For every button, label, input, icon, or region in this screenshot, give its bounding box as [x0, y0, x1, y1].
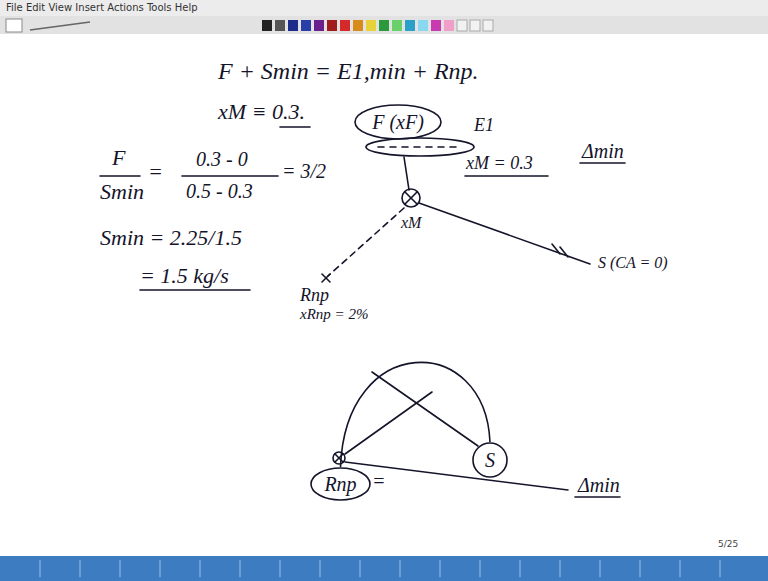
- tool-bar: [0, 16, 768, 34]
- tie-line: [404, 157, 409, 190]
- underline: [580, 162, 625, 164]
- underline: [280, 126, 310, 128]
- point-mark: [322, 274, 330, 282]
- equation: F + Smin = E1,min + Rnp.: [218, 58, 479, 84]
- fraction-text: F: [112, 146, 125, 170]
- raffinate-circle: Rnp: [310, 467, 371, 501]
- point-mark: [333, 452, 345, 464]
- point-label: Δmin: [578, 474, 620, 496]
- equation: = 3/2: [282, 160, 326, 182]
- point-label: Rnp: [300, 286, 329, 306]
- tool-swatches: [6, 19, 493, 32]
- dashed-line: [378, 146, 462, 148]
- equation: =: [148, 160, 163, 184]
- equation: Smin = 2.25/1.5: [100, 226, 242, 250]
- equation: =: [372, 470, 386, 492]
- fraction-text: 0.5 - 0.3: [186, 180, 253, 202]
- point-label: xM = 0.3: [466, 154, 533, 174]
- point-label: S (CA = 0): [598, 254, 668, 272]
- arc-connector: [341, 362, 491, 467]
- point-label: E1: [474, 116, 494, 136]
- arc-connector: [341, 362, 491, 467]
- point-label: xM: [401, 214, 421, 232]
- mixing-point: [405, 192, 417, 204]
- node-text: Rnp: [310, 473, 371, 495]
- fraction-bar: [182, 175, 278, 177]
- mixing-line: [419, 203, 590, 264]
- equation: = 1.5 kg/s: [140, 264, 229, 288]
- node-outline: [311, 468, 370, 500]
- point-mark: [322, 274, 330, 282]
- feed-ellipse: F (xF): [354, 104, 442, 140]
- node-outline: [473, 443, 507, 477]
- underline: [465, 175, 548, 177]
- status-ticks: [40, 560, 720, 577]
- node-text: F (xF): [354, 111, 442, 133]
- fraction-bar: [100, 175, 140, 177]
- tie-line: [372, 372, 478, 446]
- mixing-point: [402, 189, 420, 207]
- node-outline: [355, 105, 441, 139]
- fraction-text: 0.3 - 0: [196, 148, 248, 170]
- equation: xM ≡ 0.3.: [218, 100, 305, 124]
- fraction-text: Smin: [100, 180, 144, 204]
- solvent-circle: S: [472, 442, 508, 478]
- point-label: Δmin: [582, 140, 624, 162]
- mixing-point: [405, 192, 417, 204]
- point-label: xRnp = 2%: [300, 306, 368, 323]
- underline: [575, 496, 620, 498]
- tick-mark: [560, 247, 568, 257]
- extract-band: [366, 138, 474, 156]
- status-bar: [0, 556, 768, 581]
- node-text: S: [472, 449, 508, 471]
- underline: [140, 289, 250, 291]
- tick-mark: [552, 244, 560, 254]
- dashed-line: [328, 208, 404, 276]
- menu-bar: [0, 0, 768, 16]
- menu-text: File Edit View Insert Actions Tools Help: [6, 2, 198, 13]
- page-number: 5/25: [718, 540, 738, 550]
